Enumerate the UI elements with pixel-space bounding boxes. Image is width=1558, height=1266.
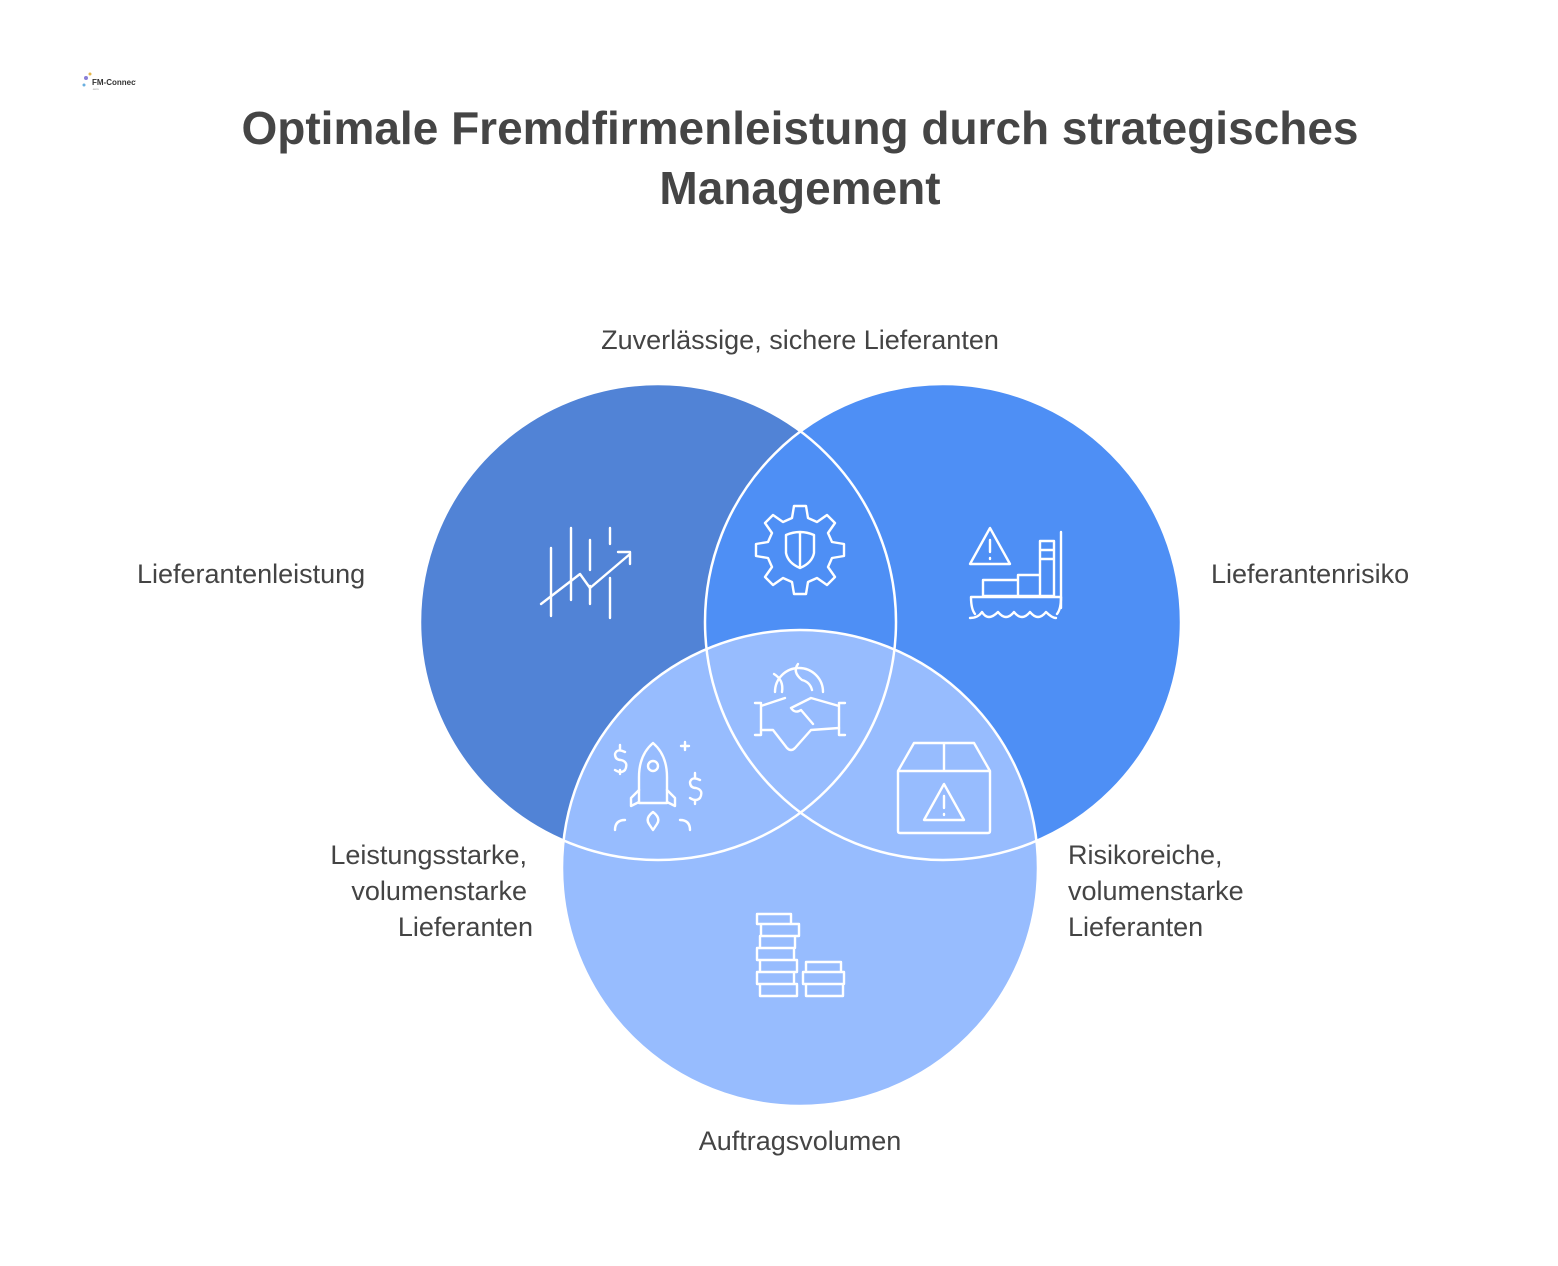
label-line: Risikoreiche, <box>1068 840 1223 870</box>
label-left-right-intersection: Zuverlässige, sichere Lieferanten <box>601 325 999 355</box>
label-left-set: Lieferantenleistung <box>137 559 366 589</box>
set-bottom-circle <box>562 630 1038 1106</box>
box-warning-icon <box>896 741 992 835</box>
gear-shield-icon <box>754 504 846 596</box>
label-line: volumenstarke <box>1068 876 1244 906</box>
label-right-set: Lieferantenrisiko <box>1211 559 1410 589</box>
globe-handshake-icon <box>753 662 847 752</box>
cargo-ship-warning-icon <box>968 526 1063 620</box>
fm-connect-logo: FM-Connect .com <box>82 72 136 91</box>
rising-chart-icon <box>539 526 632 620</box>
svg-text:FM-Connect: FM-Connect <box>92 78 136 87</box>
label-line: Lieferanten <box>397 912 533 942</box>
svg-text:.com: .com <box>92 87 99 91</box>
page-title: Optimale Fremdfirmenleistung durch strat… <box>241 102 1359 214</box>
label-line: volumenstarke <box>351 876 527 906</box>
label-left-bottom-intersection: Leistungsstarke, volumenstarke Lieferant… <box>233 837 533 945</box>
label-right-bottom-intersection: Risikoreiche, volumenstarke Lieferanten <box>1068 837 1244 945</box>
coin-stacks-icon <box>755 912 846 998</box>
label-line: Lieferanten <box>1068 912 1204 942</box>
rocket-money-icon <box>613 740 703 832</box>
label-line: Leistungsstarke, <box>330 840 527 870</box>
label-bottom-set: Auftragsvolumen <box>698 1126 902 1156</box>
